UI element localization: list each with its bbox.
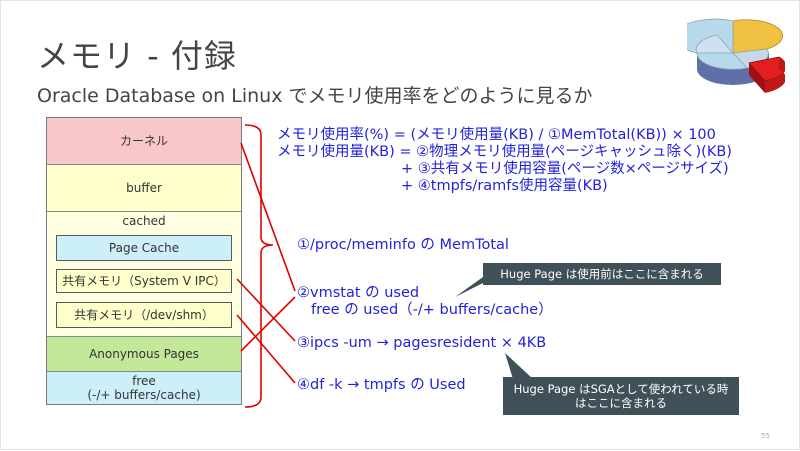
free-block: free (-/+ buffers/cache): [47, 372, 241, 404]
hugepage-callout-sga: Huge Page はSGAとして使われている時 はここに含まれる: [503, 377, 739, 415]
dev-shm-block: 共有メモリ（/dev/shm）: [56, 302, 232, 328]
dev-shm-label: 共有メモリ（/dev/shm）: [74, 308, 214, 322]
callout2-pointer: [505, 353, 533, 379]
pie-chart-icon: [687, 18, 785, 93]
free-sublabel: (-/+ buffers/cache): [87, 388, 201, 402]
cached-label: cached: [122, 214, 166, 228]
source-df: ④df -k → tmpfs の Used: [297, 377, 466, 393]
hugepage-callout-unused: Huge Page は使用前はここに含まれる: [483, 263, 721, 285]
formula-line-3: + ③共有メモリ使用容量(ページ数×ページサイズ): [401, 161, 729, 177]
page-number: 55: [761, 432, 770, 440]
formula-line-1: メモリ使用率(%) = (メモリ使用量(KB) / ①MemTotal(KB))…: [277, 127, 716, 143]
page-subtitle: Oracle Database on Linux でメモリ使用率をどのように見る…: [37, 85, 593, 107]
sysv-ipc-label: 共有メモリ（System V IPC）: [62, 274, 226, 288]
source-memtotal: ①/proc/meminfo の MemTotal: [297, 237, 509, 253]
connector-sysv-ipcs: [236, 278, 296, 342]
page-title: メモリ - 付録: [37, 37, 237, 75]
page-cache-block: Page Cache: [56, 235, 232, 261]
source-ipcs: ③ipcs -um → pagesresident × 4KB: [297, 335, 547, 351]
hugepage-callout-unused-text: Huge Page は使用前はここに含まれる: [500, 267, 704, 281]
connector-anon-vmstat: [240, 296, 296, 352]
sysv-ipc-block: 共有メモリ（System V IPC）: [56, 269, 232, 293]
kernel-block: カーネル: [47, 118, 241, 165]
kernel-label: カーネル: [119, 134, 168, 148]
page-cache-label: Page Cache: [108, 241, 180, 255]
hugepage-callout-sga-line1: Huge Page はSGAとして使われている時: [513, 382, 729, 396]
formula-line-2: メモリ使用量(KB) = ②物理メモリ使用量(ページキャッシュ除く)(KB): [277, 144, 732, 160]
formula-line-4: + ④tmpfs/ramfs使用容量(KB): [401, 178, 608, 194]
buffer-label: buffer: [126, 181, 162, 195]
source-free: free の used（-/+ buffers/cache）: [311, 302, 553, 318]
memtotal-brace: [244, 124, 274, 408]
connector-kernel-vmstat: [240, 142, 296, 292]
buffer-block: buffer: [47, 165, 241, 212]
free-label: free: [132, 374, 156, 388]
anonymous-pages-label: Anonymous Pages: [89, 347, 199, 361]
callout1-pointer: [455, 277, 495, 297]
anonymous-pages-block: Anonymous Pages: [47, 336, 241, 372]
source-vmstat: ②vmstat の used: [297, 285, 420, 301]
memory-usage-formula: メモリ使用率(%) = (メモリ使用量(KB) / ①MemTotal(KB))…: [277, 127, 732, 195]
connector-devshm-df: [236, 314, 296, 384]
hugepage-callout-sga-line2: はここに含まれる: [575, 396, 667, 410]
memory-layout-column: カーネル buffer cached Page Cache 共有メモリ（Syst…: [46, 117, 242, 405]
